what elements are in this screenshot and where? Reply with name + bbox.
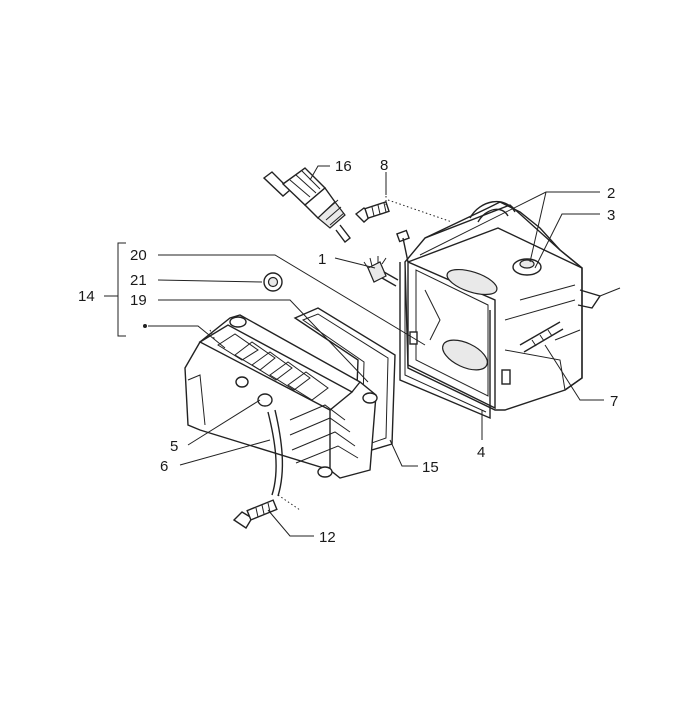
stud <box>363 256 399 287</box>
callout-1: 1 <box>318 251 326 268</box>
callout-15: 15 <box>422 459 439 476</box>
cover-bolt <box>232 499 278 529</box>
screw-small <box>396 229 410 263</box>
valve-cover <box>184 314 378 479</box>
callout-5: 5 <box>170 438 178 455</box>
callout-14: 14 <box>78 288 95 305</box>
cylinder-head <box>404 200 621 411</box>
oring-5 <box>257 393 273 407</box>
group-bullet <box>143 324 147 328</box>
mount-tab <box>362 392 378 404</box>
callout-2: 2 <box>607 185 615 202</box>
callout-19: 19 <box>130 292 147 309</box>
callout-8: 8 <box>380 157 388 174</box>
mount-tab <box>317 466 333 478</box>
callout-16: 16 <box>335 158 352 175</box>
callout-12: 12 <box>319 529 336 546</box>
head-chamber-bottom <box>442 339 488 371</box>
head-gasket <box>399 262 491 420</box>
leader-lines <box>104 165 604 537</box>
stud-hole <box>501 369 511 385</box>
stud-bolt <box>519 321 564 353</box>
screw <box>354 200 390 223</box>
spark-plug <box>262 167 351 243</box>
mount-tab <box>229 316 247 328</box>
callout-20: 20 <box>130 247 147 264</box>
callout-3: 3 <box>607 207 615 224</box>
valve-cover-gasket <box>293 307 396 453</box>
callout-4: 4 <box>477 444 485 461</box>
callout-21: 21 <box>130 272 147 289</box>
oil-seal <box>263 272 283 292</box>
breather-hose <box>267 409 284 497</box>
callout-7: 7 <box>610 393 618 410</box>
head-chamber-top <box>446 268 498 296</box>
callout-6: 6 <box>160 458 168 475</box>
